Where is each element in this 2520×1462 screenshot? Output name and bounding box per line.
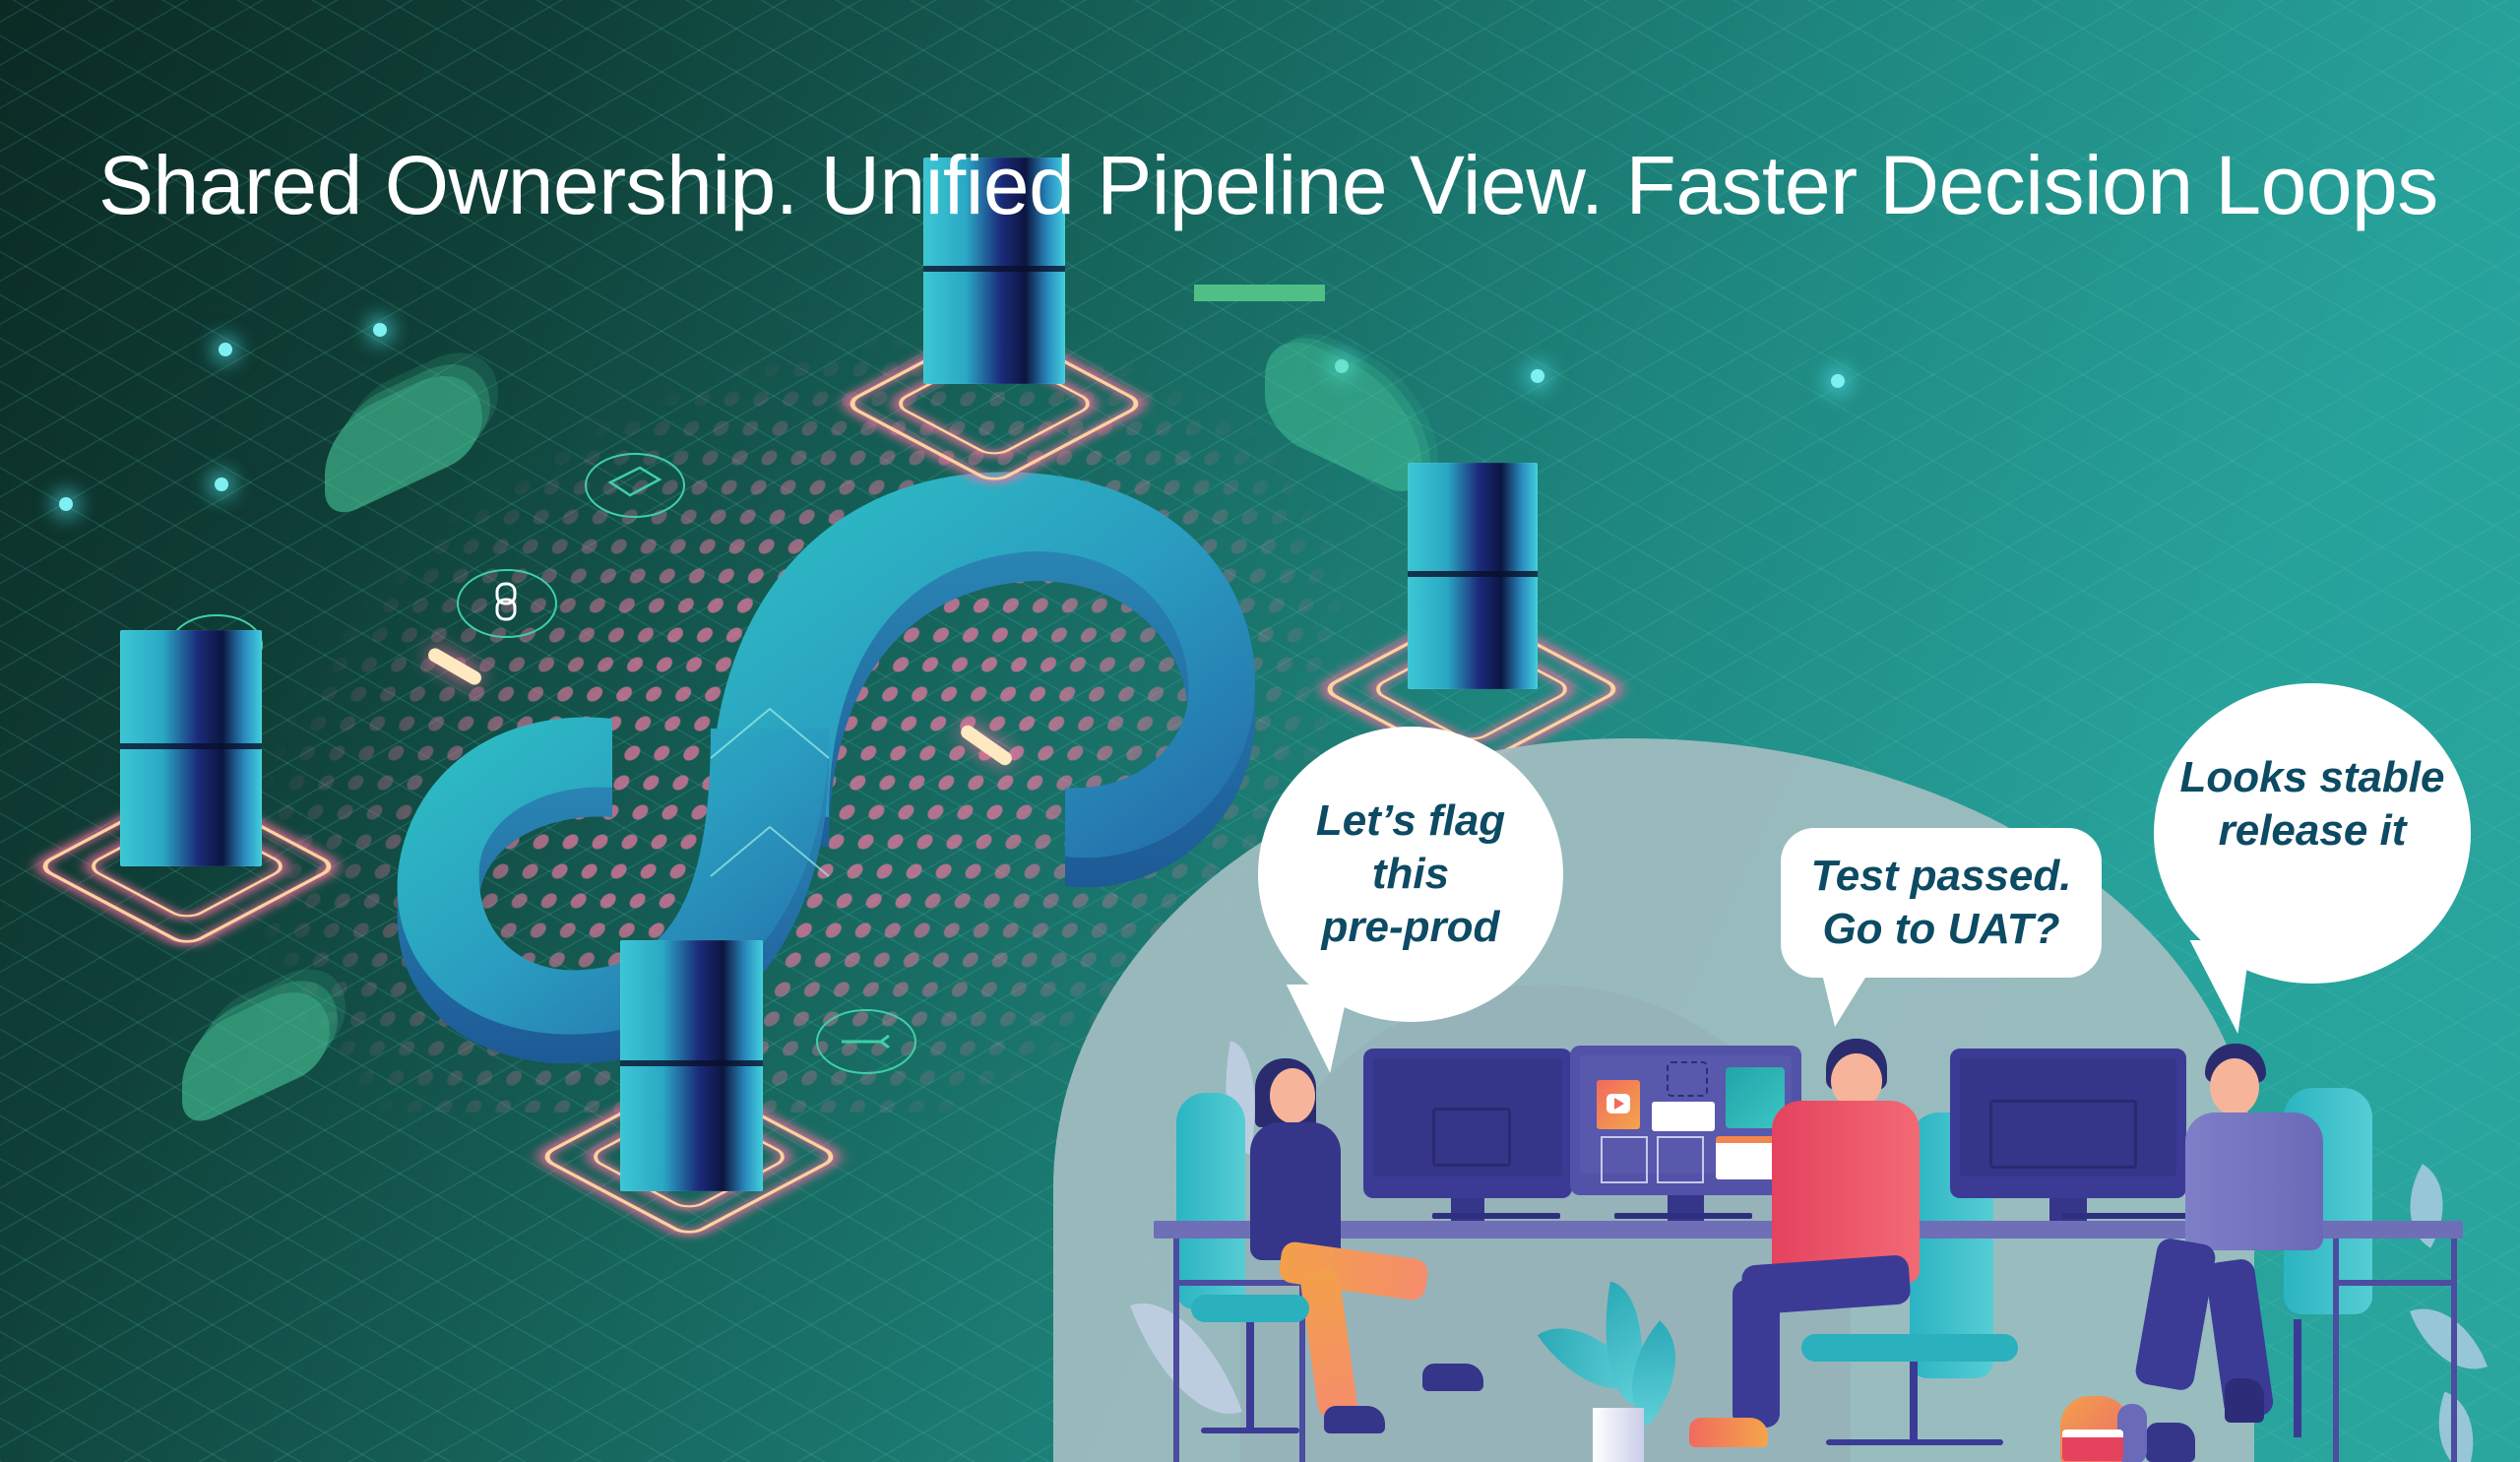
glow-particle (1335, 359, 1349, 373)
chair-post (2294, 1319, 2301, 1437)
chair-seat (1191, 1295, 1309, 1322)
image-placeholder-icon (1657, 1136, 1704, 1183)
glow-particle (1531, 369, 1544, 383)
server-top (841, 148, 1148, 485)
backpack-icon (2060, 1396, 2147, 1462)
document-icon (585, 453, 685, 518)
key-icon (816, 1009, 916, 1074)
speech-bubble-text: Looks stable release it (2179, 752, 2445, 855)
glow-particle (373, 323, 387, 337)
monitor-center-design-app (1570, 1046, 1801, 1225)
desk-rail (2333, 1280, 2457, 1286)
keyboard (2062, 1213, 2210, 1219)
chair-left (1176, 1093, 1245, 1309)
accent-divider-bar (1194, 285, 1325, 301)
keyboard (1432, 1213, 1560, 1219)
text-block (1652, 1102, 1715, 1131)
server-left (33, 630, 341, 948)
plant-pot (1593, 1408, 1644, 1462)
monitor-left (1363, 1049, 1572, 1228)
speech-bubble-center-man: Test passed. Go to UAT? (1781, 828, 2102, 978)
server-bottom (536, 940, 843, 1239)
speech-bubble-text: Let’s flag this pre-prod (1315, 796, 1506, 951)
headline-title: Shared Ownership. Unified Pipeline View.… (98, 139, 2438, 231)
link-icon (457, 569, 557, 638)
desk-leg (1173, 1239, 1179, 1462)
speech-bubble-woman: Let’s flag this pre-prod (1258, 727, 1563, 1022)
chair-post (1910, 1359, 1918, 1442)
keyboard (1614, 1213, 1752, 1219)
glow-particle (219, 343, 232, 356)
glow-particle (215, 477, 228, 491)
selection-box-icon (1667, 1061, 1708, 1097)
desk-leg (1299, 1239, 1305, 1462)
glow-particle (59, 497, 73, 511)
server-right (1318, 463, 1625, 771)
chair-base (1201, 1428, 1299, 1433)
chair-post (1246, 1319, 1254, 1428)
monitor-right (1950, 1049, 2186, 1228)
glow-particle (1831, 374, 1845, 388)
speech-bubble-tail (1821, 970, 1870, 1027)
desk-leg (2451, 1239, 2457, 1462)
image-placeholder-icon (1601, 1136, 1648, 1183)
video-play-icon (1597, 1080, 1640, 1129)
speech-bubble-text: Test passed. Go to UAT? (1810, 852, 2072, 953)
desk-leg (2333, 1239, 2339, 1462)
chair-seat (1801, 1334, 2018, 1362)
desk-rail (1173, 1280, 1305, 1286)
chair-base (1826, 1439, 2003, 1445)
speech-bubble-right-man: Looks stable release it (2154, 683, 2471, 984)
